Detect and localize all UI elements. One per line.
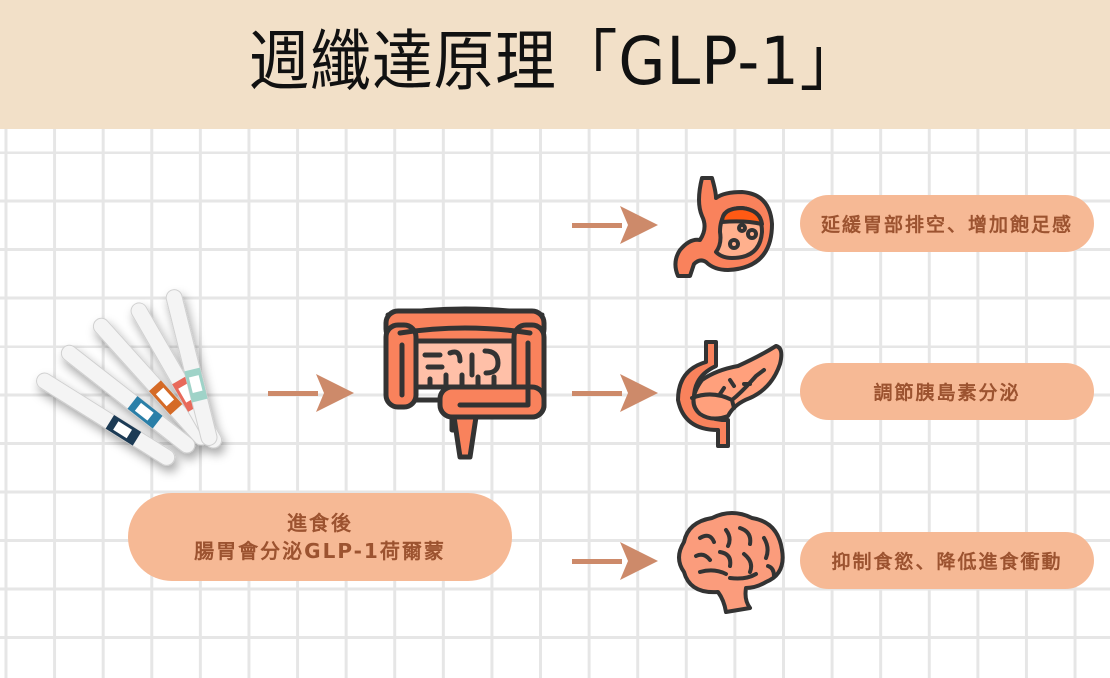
source-line-1: 進食後: [287, 511, 353, 535]
brain-icon: [677, 511, 785, 614]
source-pill: 進食後 腸胃會分泌GLP-1荷爾蒙: [128, 493, 512, 581]
effect-pill-stomach: 延緩胃部排空、增加飽足感: [800, 195, 1094, 252]
arrow-right-icon: [572, 542, 658, 580]
stomach-icon: [673, 176, 774, 278]
effect-label: 調節胰島素分泌: [873, 382, 1021, 404]
page-title: 週纖達原理「GLP-1」: [248, 23, 862, 100]
injection-pens-icon: [36, 289, 223, 466]
effect-label: 延緩胃部排空、增加飽足感: [820, 214, 1073, 236]
effect-pill-brain: 抑制食慾、降低進食衝動: [800, 532, 1094, 589]
intestine-icon: [383, 306, 547, 460]
effect-label: 抑制食慾、降低進食衝動: [831, 551, 1063, 573]
arrow-right-icon: [572, 206, 658, 244]
arrow-right-icon: [572, 374, 658, 412]
effect-pill-pancreas: 調節胰島素分泌: [800, 363, 1094, 420]
source-line-2: 腸胃會分泌GLP-1荷爾蒙: [194, 539, 446, 563]
arrow-right-icon: [268, 374, 354, 412]
pancreas-icon: [676, 340, 784, 448]
title-banner: 週纖達原理「GLP-1」: [0, 0, 1110, 129]
